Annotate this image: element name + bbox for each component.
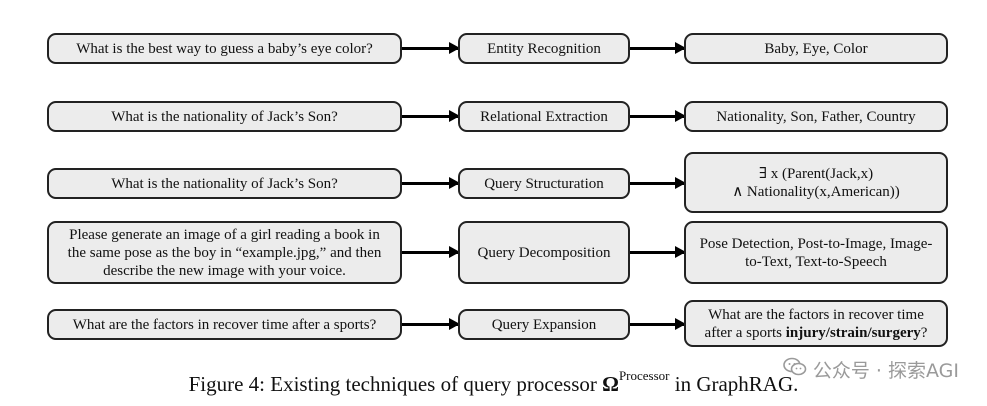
figure-caption: Figure 4: Existing techniques of query p… <box>0 362 987 398</box>
result-box: Nationality, Son, Father, Country <box>684 101 948 132</box>
arrow <box>630 246 686 258</box>
question-box: What is the best way to guess a baby’s e… <box>47 33 402 64</box>
question-box: Please generate an image of a girl readi… <box>47 221 402 284</box>
technique-label: Query Decomposition <box>477 244 611 261</box>
result-line: ∧ Nationality(x,American)) <box>732 183 900 200</box>
result-text-prefix: after a sports <box>704 324 786 341</box>
result-text-suffix: ? <box>920 324 928 341</box>
question-box: What is the nationality of Jack’s Son? <box>47 168 402 199</box>
arrow <box>630 42 686 54</box>
arrow <box>630 318 686 330</box>
caption-prefix: Figure 4: Existing techniques of query p… <box>188 372 603 396</box>
result-line: ∃ x (Parent(Jack,x) <box>758 165 874 182</box>
technique-label: Relational Extraction <box>480 108 608 125</box>
result-box: ∃ x (Parent(Jack,x) ∧ Nationality(x,Amer… <box>684 152 948 213</box>
question-box: What are the factors in recover time aft… <box>47 309 402 340</box>
result-box: What are the factors in recover time aft… <box>684 300 948 347</box>
arrow <box>402 177 460 189</box>
watermark-text: 公众号 · 探索AGI <box>812 360 959 382</box>
caption-superscript: Processor <box>618 368 670 383</box>
question-line: Please generate an image of a girl readi… <box>69 226 380 243</box>
arrow <box>402 42 460 54</box>
arrow <box>630 177 686 189</box>
question-text: What is the best way to guess a baby’s e… <box>76 40 373 57</box>
question-text: What are the factors in recover time aft… <box>72 316 377 333</box>
wechat-icon <box>783 357 807 382</box>
technique-label: Query Structuration <box>484 175 604 192</box>
result-line: to-Text, Text-to-Speech <box>745 253 887 270</box>
question-text: What is the nationality of Jack’s Son? <box>111 108 338 125</box>
arrow <box>402 110 460 122</box>
caption-suffix: in GraphRAG. <box>669 372 799 396</box>
question-line: the same pose as the boy in “example.jpg… <box>67 244 382 261</box>
question-text: What is the nationality of Jack’s Son? <box>111 175 338 192</box>
result-line: after a sports injury/strain/surgery? <box>705 324 928 342</box>
result-box: Pose Detection, Post-to-Image, Image- to… <box>684 221 948 284</box>
technique-box: Entity Recognition <box>458 33 630 64</box>
result-box: Baby, Eye, Color <box>684 33 948 64</box>
caption-symbol: Ω <box>602 372 619 396</box>
result-line: Pose Detection, Post-to-Image, Image- <box>699 235 933 252</box>
question-box: What is the nationality of Jack’s Son? <box>47 101 402 132</box>
question-line: describe the new image with your voice. <box>103 262 346 279</box>
arrow <box>630 110 686 122</box>
result-text: Baby, Eye, Color <box>764 40 868 57</box>
result-text-bold: injury/strain/surgery <box>785 324 921 341</box>
result-text: Nationality, Son, Father, Country <box>716 108 916 125</box>
technique-box: Query Decomposition <box>458 221 630 284</box>
arrow <box>402 318 460 330</box>
watermark: 公众号 · 探索AGI <box>783 356 959 383</box>
result-line: What are the factors in recover time <box>708 306 924 323</box>
technique-box: Relational Extraction <box>458 101 630 132</box>
technique-box: Query Structuration <box>458 168 630 199</box>
technique-label: Entity Recognition <box>487 40 601 57</box>
technique-box: Query Expansion <box>458 309 630 340</box>
arrow <box>402 246 460 258</box>
technique-label: Query Expansion <box>491 316 597 333</box>
